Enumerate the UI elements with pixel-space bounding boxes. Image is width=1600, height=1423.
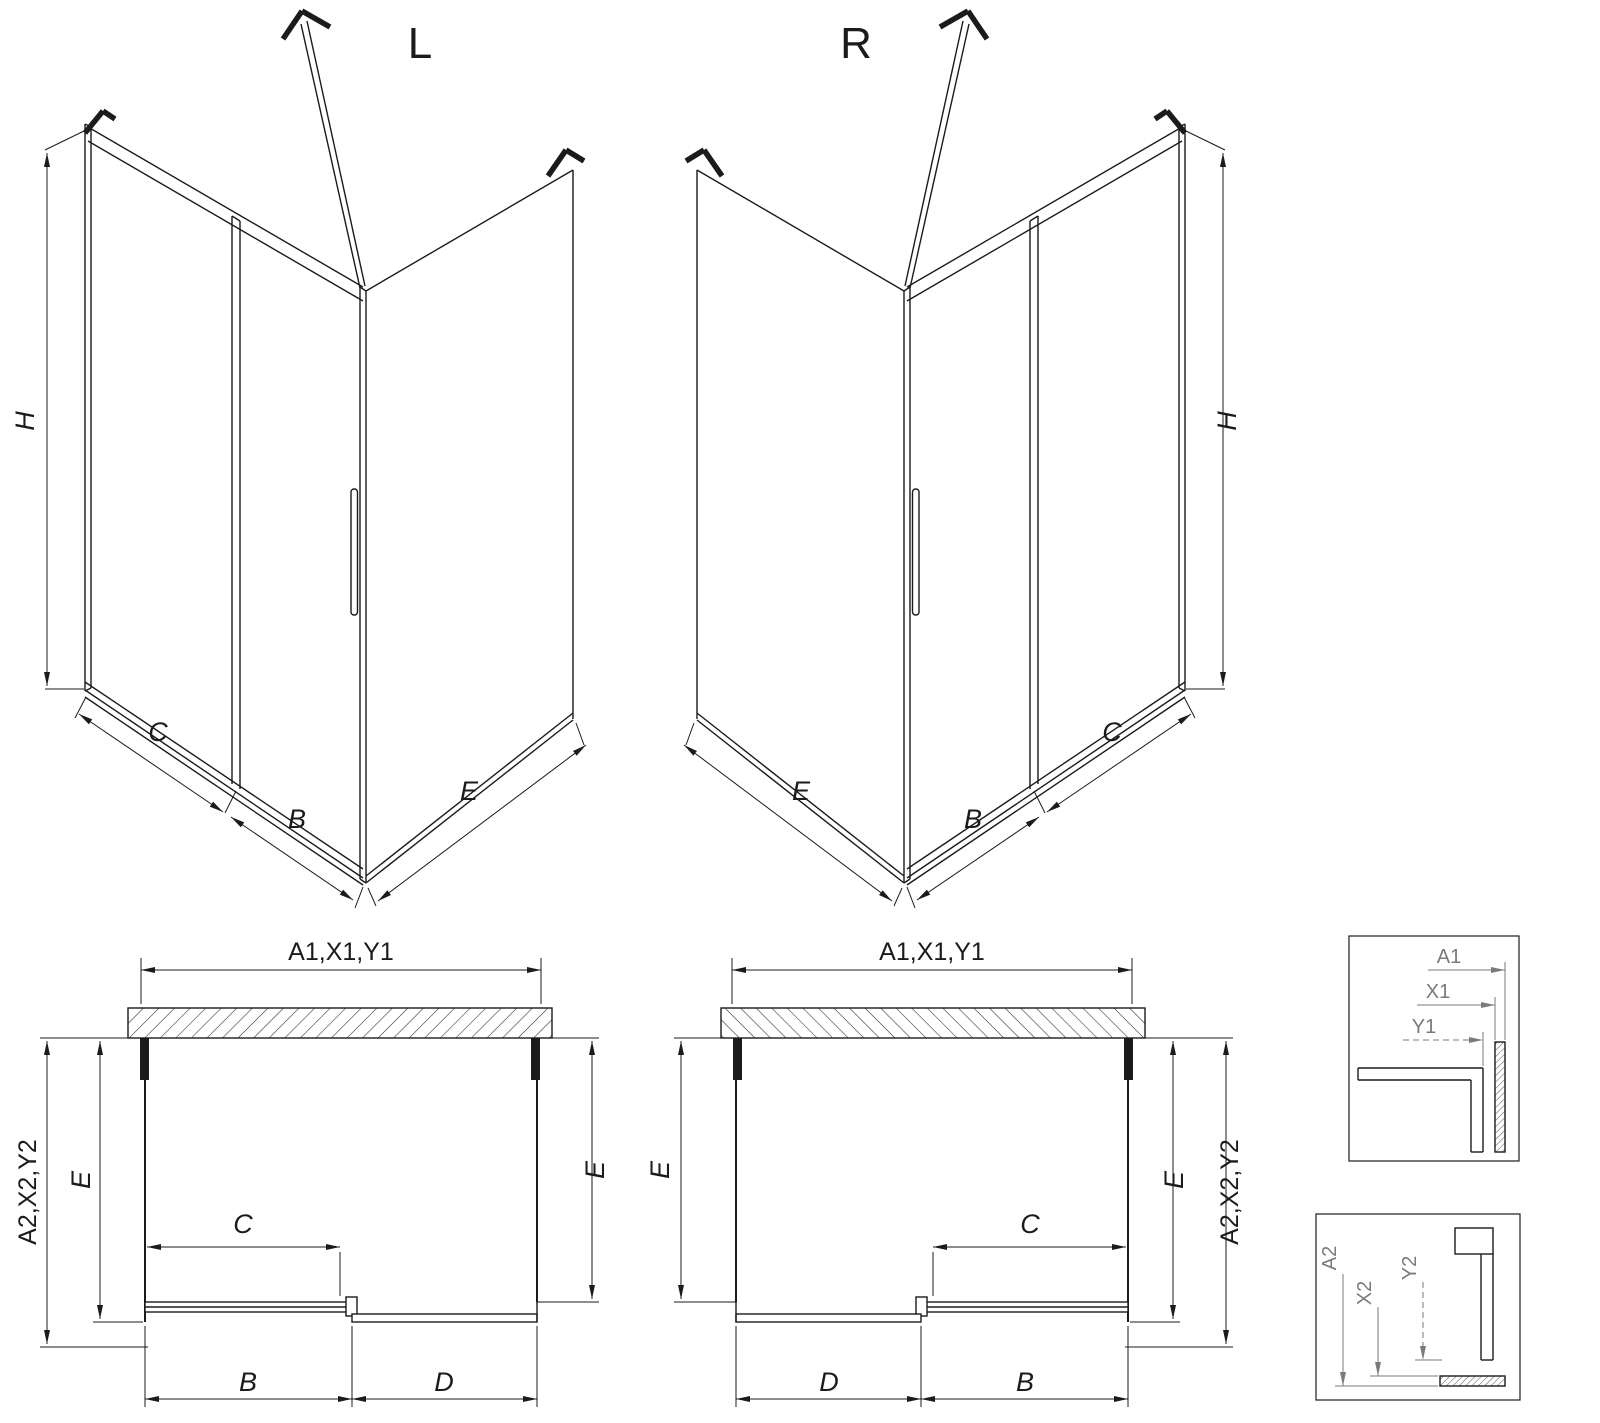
detail-label-y1: Y1 <box>1412 1016 1436 1038</box>
plan-label-b-left: B <box>239 1367 257 1397</box>
plan-label-e-right-2: E <box>1159 1170 1189 1189</box>
glass-section-hatched <box>1439 1375 1506 1387</box>
plan-label-e-right-1: E <box>645 1160 675 1179</box>
detail-top-dim-lines <box>1403 962 1506 1066</box>
dim-label-c-right: C <box>1102 717 1122 747</box>
plan-dimension-lines <box>40 958 599 1407</box>
variant-label-right: R <box>840 19 872 68</box>
iso-dimension-lines <box>44 130 587 909</box>
plan-label-a2x2y2-left: A2,X2,Y2 <box>14 1139 42 1245</box>
right-glass-panel-plan <box>531 1038 540 1302</box>
door-handle <box>350 488 359 616</box>
dim-label-h-right: H <box>1212 411 1242 431</box>
detail-label-a1: A1 <box>1437 946 1461 968</box>
detail-view-bottom: A2 X2 Y2 <box>1315 1213 1521 1401</box>
wall-section-hatched <box>127 1007 553 1039</box>
dim-label-h-left: H <box>10 411 40 431</box>
dim-label-b-right: B <box>964 804 982 834</box>
detail-bottom-dim-lines <box>1335 1274 1442 1387</box>
support-bar <box>300 20 366 289</box>
detail-label-y2: Y2 <box>1399 1256 1421 1280</box>
glass-section-hatched <box>1494 1041 1506 1153</box>
plan-label-e-left-2: E <box>580 1160 610 1179</box>
plan-label-a2x2y2-right: A2,X2,Y2 <box>1216 1139 1244 1245</box>
detail-label-x1: X1 <box>1426 981 1450 1003</box>
plan-view-right-geometry <box>674 958 1233 1407</box>
wall-brackets <box>82 8 586 178</box>
dim-label-e-left: E <box>460 776 479 806</box>
variant-label-left: L <box>408 19 432 68</box>
plan-view-geometry <box>40 958 599 1407</box>
plan-label-c-left: C <box>233 1209 253 1239</box>
detail-view-top: A1 X1 Y1 <box>1348 935 1520 1162</box>
plan-label-e-left-1: E <box>66 1170 96 1189</box>
bracket-section <box>1454 1227 1494 1255</box>
left-glass-panel-plan <box>140 1038 149 1322</box>
detail-label-x2: X2 <box>1354 1281 1376 1305</box>
dim-label-c-left: C <box>148 717 168 747</box>
dim-label-b-left: B <box>288 804 306 834</box>
detail-label-a2: A2 <box>1319 1246 1341 1270</box>
plan-label-d-right: D <box>819 1367 839 1397</box>
fixed-panel-plan <box>351 1302 538 1323</box>
plan-label-d-left: D <box>434 1367 454 1397</box>
iso-view-right-geometry <box>684 11 1225 908</box>
detail-top-profile <box>1357 1041 1506 1153</box>
front-wall-panel <box>84 123 364 886</box>
sliding-door-edge <box>231 215 241 789</box>
plan-label-a1x1y1-right: A1,X1,Y1 <box>879 938 985 966</box>
corner-post <box>359 286 367 884</box>
plan-label-b-right: B <box>1016 1367 1034 1397</box>
iso-view-geometry <box>44 8 587 909</box>
dim-label-e-right: E <box>792 776 811 806</box>
plan-label-a1x1y1-left: A1,X1,Y1 <box>288 938 394 966</box>
sliding-door-plan <box>144 1296 358 1317</box>
detail-bottom-profile <box>1439 1227 1506 1387</box>
plan-label-c-right: C <box>1020 1209 1040 1239</box>
